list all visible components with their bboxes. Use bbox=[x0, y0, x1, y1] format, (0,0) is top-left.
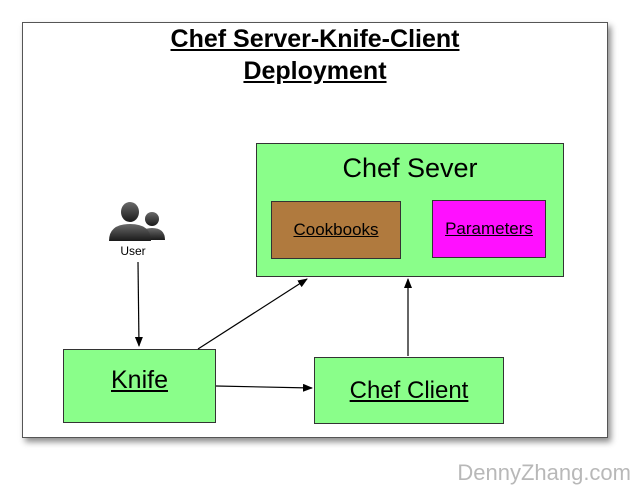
knife-label: Knife bbox=[111, 366, 168, 394]
chef-client-label: Chef Client bbox=[349, 376, 469, 404]
user-to-knife-arrow bbox=[134, 261, 143, 347]
cookbooks-label: Cookbooks bbox=[293, 220, 379, 239]
knife-to-chef-client-arrow bbox=[215, 383, 313, 392]
users-icon bbox=[109, 202, 165, 241]
watermark: DennyZhang.com bbox=[457, 460, 631, 485]
knife-node: Knife bbox=[63, 349, 216, 423]
parameters-label: Parameters bbox=[445, 219, 533, 238]
diagram-title-line2: Deployment bbox=[243, 57, 387, 85]
knife-to-chef-server-arrow bbox=[197, 278, 308, 350]
chef-server-label: Chef Sever bbox=[342, 153, 478, 183]
chef-client-node: Chef Client bbox=[314, 357, 504, 424]
diagram-title-line1: Chef Server-Knife-Client bbox=[170, 25, 460, 53]
user-label: User bbox=[120, 244, 146, 258]
cookbooks-node: Cookbooks bbox=[271, 201, 401, 259]
parameters-node: Parameters bbox=[432, 200, 546, 258]
